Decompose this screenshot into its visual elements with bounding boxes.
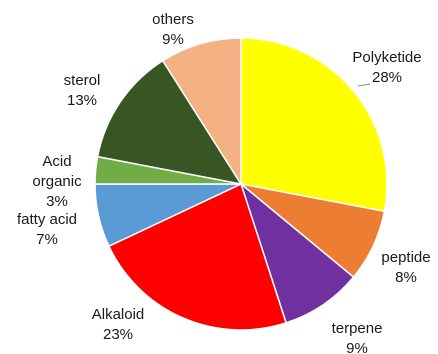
slice-value-alkaloid: 23% — [103, 326, 133, 343]
slice-label-terpene-0: terpene — [332, 320, 383, 337]
slice-label-alkaloid-0: Alkaloid — [92, 306, 145, 323]
slice-value-sterol: 13% — [67, 92, 97, 109]
slice-value-acid-organic: 3% — [46, 193, 68, 210]
slice-value-fatty-acid: 7% — [36, 231, 58, 248]
slice-label-sterol-0: sterol — [64, 72, 101, 89]
pie-slices — [94, 37, 388, 331]
leader-line-polyketide — [357, 83, 371, 87]
slice-label-acid-organic-0: Acid — [42, 153, 71, 170]
slice-label-peptide-0: peptide — [381, 249, 430, 266]
slice-value-terpene: 9% — [346, 340, 368, 354]
pie-slice-others — [161, 37, 242, 187]
slice-label-others-0: others — [152, 11, 194, 28]
slice-label-acid-organic-1: organic — [32, 173, 82, 190]
slice-value-peptide: 8% — [395, 269, 417, 286]
pie-slice-sterol — [96, 59, 243, 186]
slice-label-polyketide-0: Polyketide — [352, 49, 421, 66]
pie-slice-alkaloid — [107, 182, 288, 331]
slice-labels: Polyketide 28% peptide 8% terpene 9% Alkaloid 2… — [17, 11, 431, 354]
leader-lines — [357, 83, 371, 87]
slice-value-polyketide: 28% — [372, 69, 402, 86]
pie-slice-polyketide — [240, 37, 388, 213]
slice-label-fatty-acid-0: fatty acid — [17, 211, 77, 228]
slice-value-others: 9% — [162, 31, 184, 48]
pie-slice-terpene — [239, 181, 355, 324]
